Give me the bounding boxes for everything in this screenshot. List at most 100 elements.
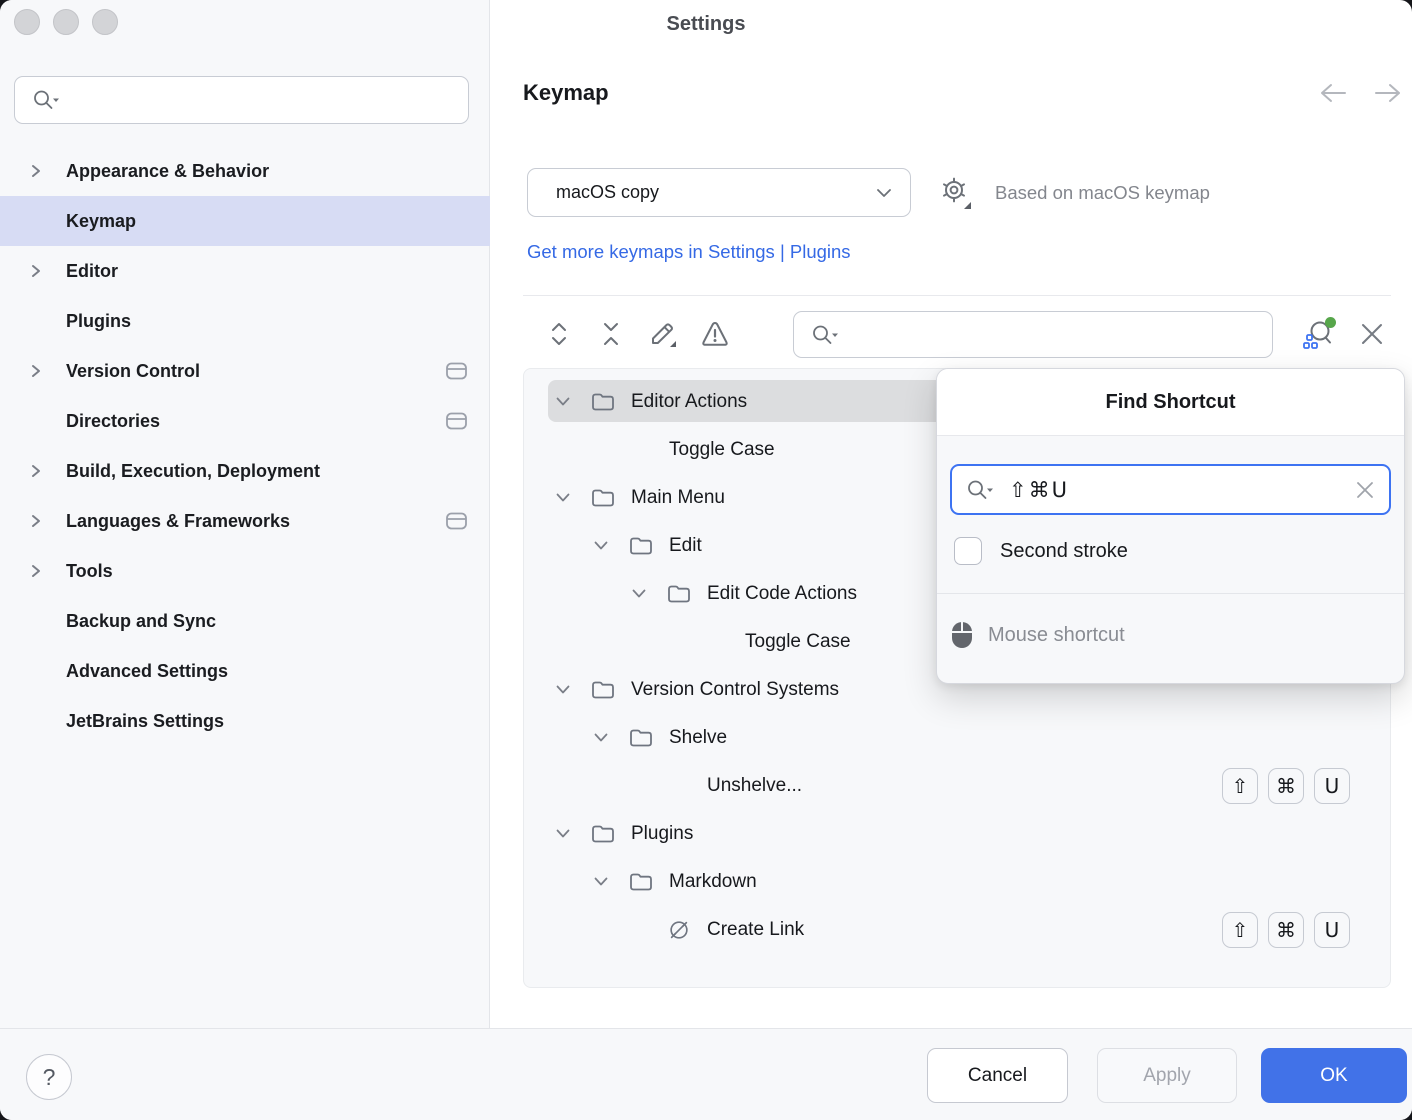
ok-button[interactable]: OK	[1261, 1048, 1407, 1103]
sidebar-item[interactable]: Advanced Settings	[0, 646, 490, 696]
chevron-down-icon[interactable]	[592, 540, 610, 552]
clear-filter-button[interactable]	[1353, 315, 1391, 353]
chevron-down-icon[interactable]	[592, 876, 610, 888]
chevron-down-icon[interactable]	[554, 828, 572, 840]
chevron-down-icon[interactable]	[554, 396, 572, 408]
find-actions-by-shortcut-button[interactable]	[1299, 314, 1339, 354]
chevron-down-icon[interactable]	[592, 732, 610, 744]
tree-row-label: Unshelve...	[707, 775, 803, 796]
show-conflicts-button[interactable]	[699, 318, 731, 350]
shortcut-badges: ⇧⌘U	[1222, 768, 1350, 804]
settings-search-input[interactable]	[14, 76, 469, 124]
window-panel-icon	[446, 512, 467, 530]
sidebar-item[interactable]: Languages & Frameworks	[0, 496, 490, 546]
sidebar-item-label: Backup and Sync	[66, 610, 217, 631]
keycap-badge: ⇧	[1222, 912, 1258, 948]
chevron-right-icon	[29, 163, 43, 179]
sidebar-item[interactable]: Appearance & Behavior	[0, 146, 490, 196]
edit-shortcut-button[interactable]	[647, 318, 679, 350]
search-icon	[813, 325, 838, 344]
tree-row-label: Editor Actions	[631, 391, 748, 412]
sidebar-item[interactable]: Editor	[0, 246, 490, 296]
chevron-right-icon	[29, 363, 43, 379]
tree-row[interactable]: Shelve	[524, 714, 1390, 762]
sidebar-item[interactable]: Version Control	[0, 346, 490, 396]
tree-row[interactable]: Version Control Systems	[524, 666, 1390, 714]
folder-icon	[630, 537, 652, 555]
expand-all-button[interactable]	[543, 318, 575, 350]
close-window-button[interactable]	[14, 9, 40, 35]
clear-shortcut-button[interactable]	[1355, 480, 1375, 500]
keycap-badge: U	[1314, 768, 1350, 804]
keymap-dropdown-value: macOS copy	[556, 182, 660, 202]
sidebar-items: Appearance & Behavior Keymap Editor Plug…	[0, 146, 490, 746]
keymap-options-gear-button[interactable]	[934, 171, 976, 213]
tree-row[interactable]: Toggle Case	[524, 426, 1390, 474]
help-button[interactable]: ?	[26, 1054, 72, 1100]
tree-row[interactable]: Main Menu	[524, 474, 1390, 522]
popup-title: Find Shortcut	[937, 369, 1404, 436]
divider	[937, 593, 1404, 594]
chevron-down-icon[interactable]	[554, 492, 572, 504]
based-on-label: Based on macOS keymap	[995, 181, 1210, 203]
forward-arrow-icon[interactable]	[1373, 78, 1403, 108]
tree-row-label: Create Link	[707, 919, 805, 940]
tree-row[interactable]: Markdown	[524, 858, 1390, 906]
cancel-button[interactable]: Cancel	[927, 1048, 1068, 1103]
chevron-down-icon[interactable]	[554, 684, 572, 696]
folder-icon	[592, 393, 614, 411]
chevron-right-icon	[29, 513, 43, 529]
apply-button[interactable]: Apply	[1097, 1048, 1237, 1103]
search-icon	[34, 90, 59, 109]
minimize-window-button[interactable]	[53, 9, 79, 35]
mouse-shortcut-option[interactable]: Mouse shortcut	[951, 621, 1125, 649]
second-stroke-label: Second stroke	[1000, 539, 1128, 562]
folder-icon	[592, 825, 614, 843]
sidebar-item[interactable]: Plugins	[0, 296, 490, 346]
folder-icon	[668, 585, 690, 603]
folder-icon	[630, 729, 652, 747]
clear-icon	[1357, 481, 1373, 498]
keycap-badge: U	[1314, 912, 1350, 948]
expand-all-icon	[552, 323, 566, 345]
sidebar-item[interactable]: Build, Execution, Deployment	[0, 446, 490, 496]
tree-row-label: Main Menu	[631, 487, 725, 508]
pencil-icon	[652, 323, 676, 347]
sidebar-item[interactable]: Tools	[0, 546, 490, 596]
sidebar-item[interactable]: JetBrains Settings	[0, 696, 490, 746]
collapse-all-button[interactable]	[595, 318, 627, 350]
warning-icon	[702, 322, 728, 346]
tree-row-label: Edit	[669, 535, 702, 556]
chevron-right-icon	[29, 463, 43, 479]
shortcut-search-input[interactable]: ⇧⌘U	[950, 464, 1391, 515]
tree-row-label: Shelve	[669, 727, 728, 748]
chevron-down-icon[interactable]	[630, 588, 648, 600]
history-nav	[1318, 78, 1403, 108]
second-stroke-checkbox[interactable]	[954, 537, 982, 565]
tree-row[interactable]: Edit Code Actions	[524, 570, 1390, 618]
sidebar-item-label: JetBrains Settings	[66, 710, 225, 731]
mouse-icon	[952, 622, 972, 648]
back-arrow-icon[interactable]	[1318, 78, 1348, 108]
link-icon	[670, 921, 688, 939]
sidebar-item[interactable]: Backup and Sync	[0, 596, 490, 646]
zoom-window-button[interactable]	[92, 9, 118, 35]
second-stroke-row[interactable]: Second stroke	[954, 537, 1128, 565]
tree-row[interactable]: Edit	[524, 522, 1390, 570]
folder-icon	[592, 489, 614, 507]
keymap-dropdown[interactable]: macOS copy	[527, 168, 911, 217]
shortcut-query-value: ⇧⌘U	[1009, 477, 1069, 502]
keycap-badge: ⌘	[1268, 768, 1304, 804]
window-panel-icon	[446, 362, 467, 380]
tree-row[interactable]: Create Link ⇧⌘U	[524, 906, 1390, 954]
sidebar-item[interactable]: Keymap	[0, 196, 490, 246]
sidebar-item[interactable]: Directories	[0, 396, 490, 446]
action-search-input[interactable]	[793, 311, 1273, 358]
tree-row[interactable]: Unshelve... ⇧⌘U	[524, 762, 1390, 810]
tree-row[interactable]: Toggle Case	[524, 618, 1390, 666]
folder-icon	[592, 681, 614, 699]
tree-toolbar	[543, 318, 731, 350]
tree-row[interactable]: Plugins	[524, 810, 1390, 858]
get-more-keymaps-link[interactable]: Get more keymaps in Settings | Plugins	[527, 241, 851, 262]
